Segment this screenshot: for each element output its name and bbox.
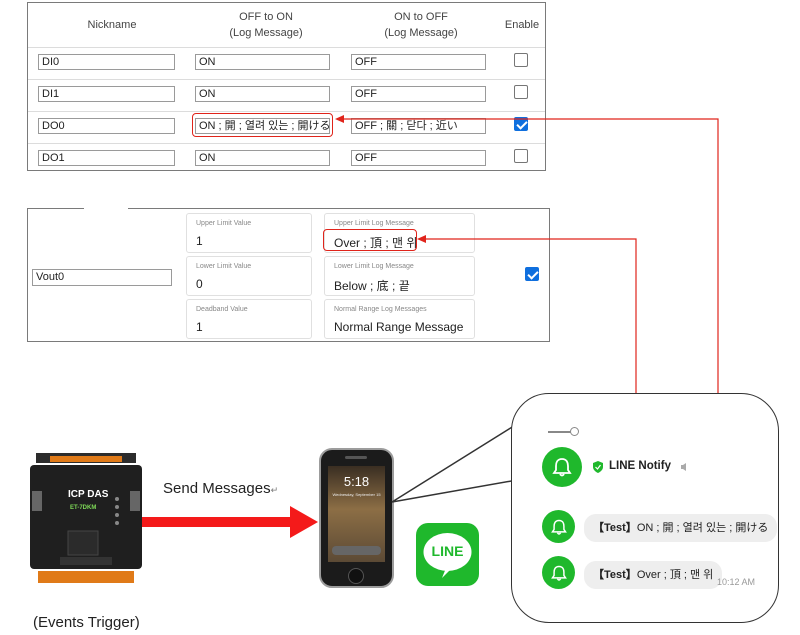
header-enable: Enable xyxy=(504,19,540,31)
header-on-to-off: ON to OFF (Log Message) xyxy=(384,11,458,39)
row-divider xyxy=(28,47,545,48)
header-off-to-on: OFF to ON (Log Message) xyxy=(229,11,303,39)
chat-bubble: LINE Notify 【Test】ON ; 開 ; 열려 있는 ; 開ける 【… xyxy=(511,393,779,623)
row-divider xyxy=(28,143,545,144)
enable-checkbox-di1[interactable] xyxy=(514,85,528,99)
lower-limit-message-field[interactable]: Lower Limit Log Message Below ; 底 ; 끝 xyxy=(324,256,475,296)
header-nickname: Nickname xyxy=(87,19,137,31)
off-message-input-di1[interactable]: OFF xyxy=(351,86,486,102)
phone-time: 5:18 xyxy=(343,474,370,489)
phone-screen: 5:18 Wednesday, September 15 xyxy=(328,466,385,562)
slider-line xyxy=(548,431,572,433)
bell-icon xyxy=(550,565,567,581)
bubble-tail xyxy=(391,423,518,503)
row-divider xyxy=(28,79,545,80)
enable-checkbox-do0[interactable] xyxy=(514,117,528,131)
smartphone: 5:18 Wednesday, September 15 xyxy=(319,448,394,588)
verified-shield-icon xyxy=(593,461,603,473)
slider-knob[interactable] xyxy=(570,427,579,436)
nickname-input-di0[interactable]: DI0 xyxy=(38,54,175,70)
chat-message: 【Test】Over ; 頂 ; 맨 위 xyxy=(584,561,723,589)
off-message-input-do1[interactable]: OFF xyxy=(351,150,486,166)
line-logo-text: LINE xyxy=(431,543,464,559)
chat-title: LINE Notify xyxy=(609,460,671,472)
lower-limit-field[interactable]: Lower Limit Value 0 xyxy=(186,256,312,296)
nickname-input-do1[interactable]: DO1 xyxy=(38,150,175,166)
chat-message: 【Test】ON ; 開 ; 열려 있는 ; 開ける xyxy=(584,514,778,542)
enable-checkbox-vout0[interactable] xyxy=(525,267,539,281)
nickname-input-vout0[interactable]: Vout0 xyxy=(32,269,172,286)
device-model: ET-7DKM xyxy=(70,505,97,511)
upper-limit-message-field[interactable]: Upper Limit Log Message Over ; 頂 ; 맨 위 xyxy=(324,213,475,253)
line-speech-icon xyxy=(423,533,472,578)
speaker-icon xyxy=(681,463,686,471)
nickname-input-di1[interactable]: DI1 xyxy=(38,86,175,102)
on-message-input-do1[interactable]: ON xyxy=(195,150,330,166)
off-message-input-di0[interactable]: OFF xyxy=(351,54,486,70)
highlight-outline xyxy=(323,229,417,251)
device-brand: ICP DAS xyxy=(68,489,109,500)
line-app-logo: LINE xyxy=(416,523,479,586)
controller-device: ICP DAS ET-7DKM xyxy=(30,453,142,585)
upper-limit-field[interactable]: Upper Limit Value 1 xyxy=(186,213,312,253)
controller-device-icon xyxy=(30,453,142,583)
message-avatar xyxy=(542,556,575,589)
phone-date: Wednesday, September 15 xyxy=(332,492,381,497)
home-button[interactable] xyxy=(348,568,364,584)
message-avatar xyxy=(542,510,575,543)
notify-avatar xyxy=(542,447,582,487)
deadband-field[interactable]: Deadband Value 1 xyxy=(186,299,312,339)
bell-icon xyxy=(550,519,567,535)
off-message-input-do0[interactable]: OFF ; 關 ; 닫다 ; 近い xyxy=(351,118,486,134)
digital-io-table: Nickname OFF to ON (Log Message) ON to O… xyxy=(27,2,546,171)
enable-checkbox-di0[interactable] xyxy=(514,53,528,67)
normal-range-message-field[interactable]: Normal Range Log Messages Normal Range M… xyxy=(324,299,475,339)
nickname-input-do0[interactable]: DO0 xyxy=(38,118,175,134)
enable-checkbox-do1[interactable] xyxy=(514,149,528,163)
bell-icon xyxy=(552,458,572,477)
highlight-outline xyxy=(192,113,333,137)
on-message-input-di0[interactable]: ON xyxy=(195,54,330,70)
send-messages-label: Send Messages↵ xyxy=(163,480,279,497)
panel-notch xyxy=(84,206,128,240)
chat-timestamp: 10:12 AM xyxy=(717,577,756,587)
analog-output-panel: Vout0 Upper Limit Value 1 Lower Limit Va… xyxy=(27,206,550,342)
slide-to-unlock[interactable] xyxy=(332,546,381,555)
phone-speaker xyxy=(345,456,367,459)
events-trigger-label: (Events Trigger) xyxy=(33,614,140,631)
row-divider xyxy=(28,111,545,112)
on-message-input-di1[interactable]: ON xyxy=(195,86,330,102)
on-message-input-do0[interactable]: ON ; 開 ; 열려 있는 ; 開ける xyxy=(195,118,330,134)
